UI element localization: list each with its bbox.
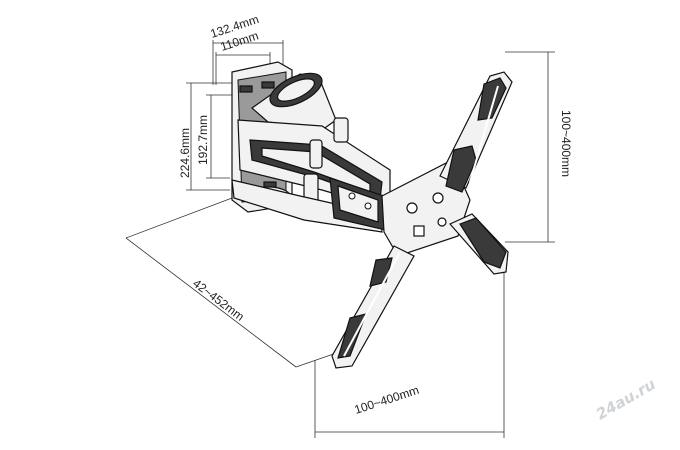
extension-label: 42~452mm [190, 276, 247, 324]
height-inner-label: 192.7mm [196, 115, 210, 165]
height-outer-label: 224.6mm [178, 128, 192, 178]
watermark-text: 24au.ru [593, 375, 659, 423]
dimension-lines [125, 40, 555, 438]
vesa-vertical-label: 100~400mm [559, 110, 573, 177]
vesa-horizontal-label: 100~400mm [353, 383, 421, 417]
vesa-cross-plate [331, 71, 513, 369]
articulating-arms [231, 72, 391, 233]
